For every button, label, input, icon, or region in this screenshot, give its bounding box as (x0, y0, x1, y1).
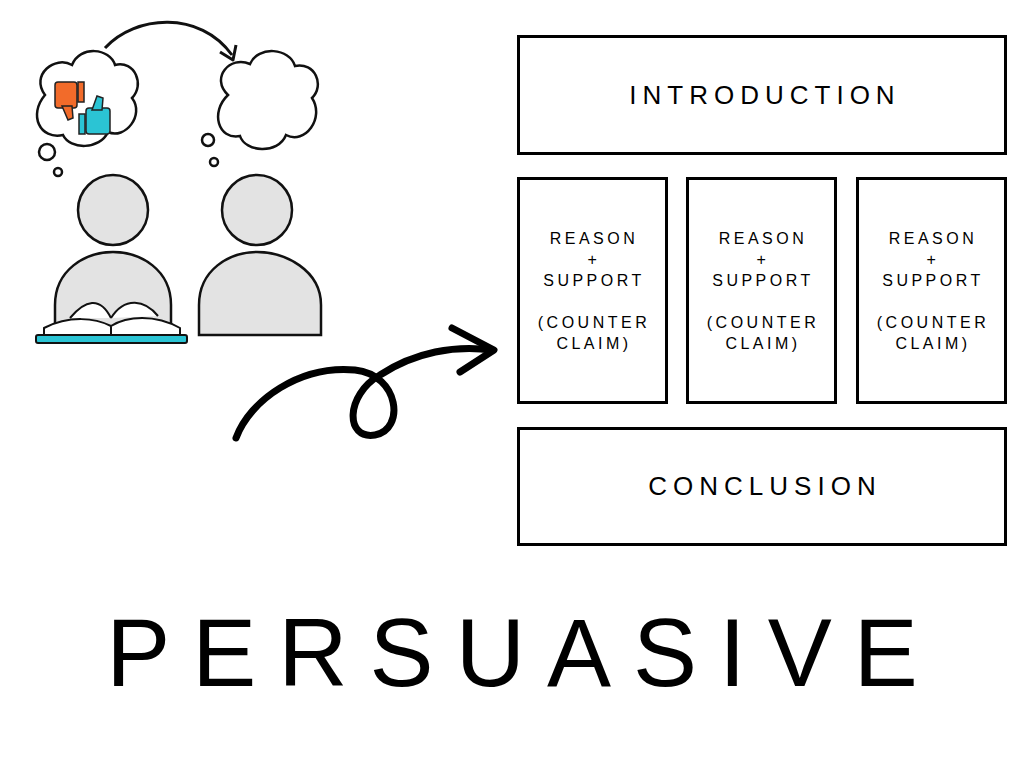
thought-arrow-head (220, 45, 236, 60)
person-body (199, 252, 321, 335)
reason-box: REASON + SUPPORT (COUNTER CLAIM) (517, 177, 668, 404)
bubble-dot (210, 158, 218, 166)
section-box: INTRODUCTION (517, 35, 1007, 155)
box-note: (COUNTER CLAIM) (521, 312, 664, 354)
bubble-dot (39, 144, 55, 160)
thought-bubble (218, 51, 318, 149)
curly-arrow (236, 348, 492, 438)
box-heading: INTRODUCTION (623, 80, 900, 111)
box-note: (COUNTER CLAIM) (860, 312, 1003, 354)
box-heading: CONCLUSION (642, 471, 881, 502)
box-heading: REASON + SUPPORT (860, 228, 1003, 291)
reason-box: REASON + SUPPORT (COUNTER CLAIM) (686, 177, 837, 404)
bubble-dot (54, 168, 62, 176)
box-heading: REASON + SUPPORT (690, 228, 833, 291)
bubble-dot (202, 134, 214, 146)
box-note: (COUNTER CLAIM) (690, 312, 833, 354)
section-box: CONCLUSION (517, 427, 1007, 546)
thought-bubble (37, 51, 138, 146)
thought-arrow (105, 22, 232, 55)
diagram-title: PERSUASIVE (0, 598, 1024, 708)
thumbs-up-icon (79, 96, 110, 134)
box-heading: REASON + SUPPORT (521, 228, 664, 291)
curly-arrow-head (452, 328, 494, 372)
person-head (222, 175, 292, 245)
book-icon (36, 303, 187, 343)
reason-box: REASON + SUPPORT (COUNTER CLAIM) (856, 177, 1007, 404)
person-head (78, 175, 148, 245)
